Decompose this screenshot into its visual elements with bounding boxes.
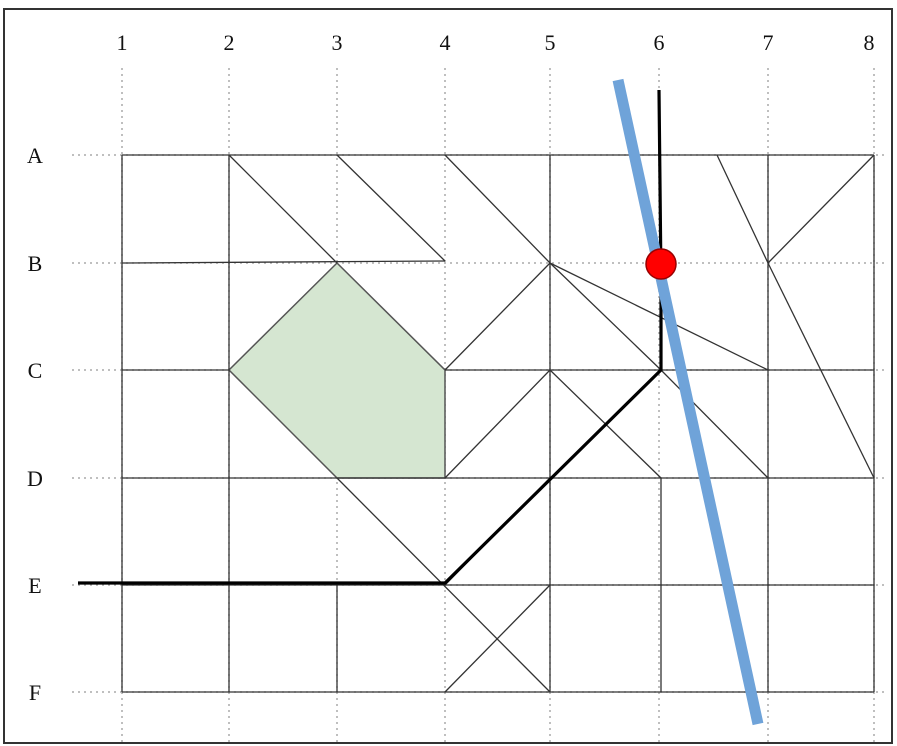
row-label: C <box>28 358 43 383</box>
row-label: F <box>29 680 41 705</box>
grid-lines <box>121 154 875 693</box>
blue-line <box>612 78 764 726</box>
column-label: 5 <box>545 30 556 55</box>
row-label: D <box>27 466 43 491</box>
column-label: 1 <box>117 30 128 55</box>
row-label: A <box>27 143 43 168</box>
black-path <box>78 89 663 585</box>
column-label: 4 <box>440 30 451 55</box>
shaded-region <box>227 261 446 479</box>
column-label: 3 <box>332 30 343 55</box>
diagram-frame <box>3 8 893 744</box>
row-label: B <box>28 251 43 276</box>
red-marker <box>645 248 677 280</box>
column-label: 2 <box>224 30 235 55</box>
column-labels: 1 2 3 4 5 6 7 8 <box>117 30 875 55</box>
guide-lines <box>72 68 888 742</box>
row-label: E <box>28 573 41 598</box>
column-label: 8 <box>864 30 875 55</box>
column-label: 6 <box>654 30 665 55</box>
column-label: 7 <box>763 30 774 55</box>
row-labels: A B C D E F <box>27 143 43 705</box>
